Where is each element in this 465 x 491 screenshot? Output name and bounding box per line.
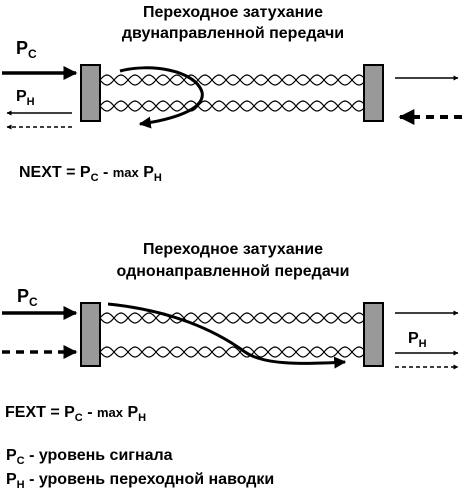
legend-signal-level: PС - уровень сигнала xyxy=(6,447,173,467)
fext-signal-label: PC xyxy=(17,286,38,309)
next-cable-top xyxy=(99,74,365,86)
next-section: Переходное затухание двунаправленной пер… xyxy=(2,4,462,184)
fext-title-line1: Переходное затухание xyxy=(143,241,323,258)
legend: PС - уровень сигнала PН - уровень перехо… xyxy=(6,447,274,491)
fext-title-line2: однонаправленной передачи xyxy=(117,263,350,280)
fext-left-device xyxy=(80,302,101,367)
fext-section: Переходное затухание однонаправленной пе… xyxy=(2,241,459,424)
next-title-line1: Переходное затухание xyxy=(143,4,323,21)
next-formula: NEXT = PC - max PН xyxy=(19,164,162,184)
next-crosstalk-curve xyxy=(119,66,204,129)
fext-noise-label: PН xyxy=(408,330,427,350)
next-right-device xyxy=(363,64,384,122)
legend-noise-level: PН - уровень переходной наводки xyxy=(6,471,274,491)
fext-formula: FEXT = PC - max PН xyxy=(5,404,146,424)
fext-crosstalk-curve xyxy=(107,302,347,369)
next-signal-label: PC xyxy=(16,38,37,61)
next-noise-label: PН xyxy=(16,88,35,108)
fext-cable-top xyxy=(99,312,365,324)
next-title-line2: двунаправленной передачи xyxy=(122,25,344,42)
fext-right-device xyxy=(363,302,384,367)
next-cable-bottom xyxy=(99,100,365,112)
next-left-device xyxy=(80,64,101,122)
fext-cable-bottom xyxy=(99,346,365,358)
